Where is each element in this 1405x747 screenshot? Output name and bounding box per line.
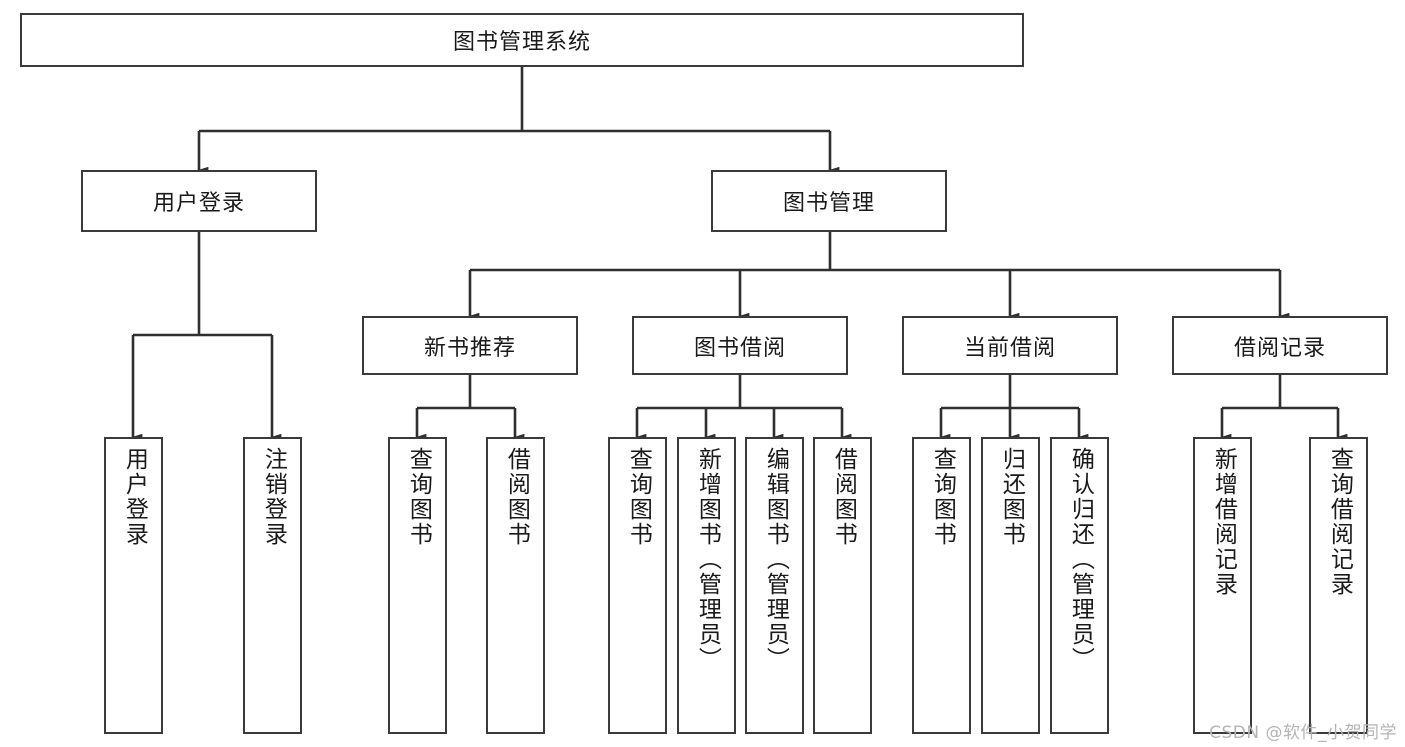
node-label: 新书推荐 <box>423 335 516 361</box>
leaf-return-book[interactable]: 归还图书 <box>981 437 1040 734</box>
leaf-query-book-2[interactable]: 查询图书 <box>608 437 667 734</box>
node-label: 借阅记录 <box>1233 335 1326 361</box>
leaf-borrow-book-2[interactable]: 借阅图书 <box>813 437 872 734</box>
node-current-borrow[interactable]: 当前借阅 <box>902 316 1118 375</box>
leaf-query-book-1[interactable]: 查询图书 <box>388 437 447 734</box>
node-label: 归还图书 <box>998 447 1025 547</box>
node-label: 当前借阅 <box>963 335 1056 361</box>
node-book-borrow[interactable]: 图书借阅 <box>632 316 848 375</box>
node-label: 借阅图书 <box>830 447 857 547</box>
node-user-login[interactable]: 用户登录 <box>81 170 317 232</box>
node-label: 注销登录 <box>260 447 287 547</box>
node-label: 新增图书（管理员） <box>694 447 721 672</box>
leaf-add-borrow-record[interactable]: 新增借阅记录 <box>1193 437 1252 734</box>
node-label: 图书借阅 <box>693 335 786 361</box>
node-label: 新增借阅记录 <box>1210 447 1237 597</box>
leaf-confirm-return-admin[interactable]: 确认归还（管理员） <box>1050 437 1109 734</box>
node-root[interactable]: 图书管理系统 <box>20 13 1024 67</box>
leaf-logout-login[interactable]: 注销登录 <box>243 437 302 734</box>
leaf-add-book-admin[interactable]: 新增图书（管理员） <box>677 437 736 734</box>
node-new-book-recommend[interactable]: 新书推荐 <box>362 316 578 375</box>
leaf-query-book-3[interactable]: 查询图书 <box>912 437 971 734</box>
node-label: 用户登录 <box>121 447 148 547</box>
node-label: 图书管理 <box>782 191 875 216</box>
node-label: 查询借阅记录 <box>1326 447 1353 597</box>
leaf-user-login[interactable]: 用户登录 <box>104 437 163 734</box>
node-label: 查询图书 <box>929 447 956 547</box>
node-label: 图书管理系统 <box>452 30 591 55</box>
node-label: 查询图书 <box>405 447 432 547</box>
node-borrow-record[interactable]: 借阅记录 <box>1172 316 1388 375</box>
node-label: 编辑图书（管理员） <box>762 447 789 672</box>
node-label: 用户登录 <box>152 191 245 216</box>
csdn-watermark: CSDN @软件_小贺同学 <box>1209 723 1397 743</box>
node-book-manage[interactable]: 图书管理 <box>711 170 947 232</box>
node-label: 确认归还（管理员） <box>1067 447 1094 672</box>
node-label: 借阅图书 <box>503 447 530 547</box>
node-label: 查询图书 <box>625 447 652 547</box>
leaf-borrow-book-1[interactable]: 借阅图书 <box>486 437 545 734</box>
leaf-edit-book-admin[interactable]: 编辑图书（管理员） <box>745 437 804 734</box>
leaf-query-borrow-record[interactable]: 查询借阅记录 <box>1309 437 1368 734</box>
